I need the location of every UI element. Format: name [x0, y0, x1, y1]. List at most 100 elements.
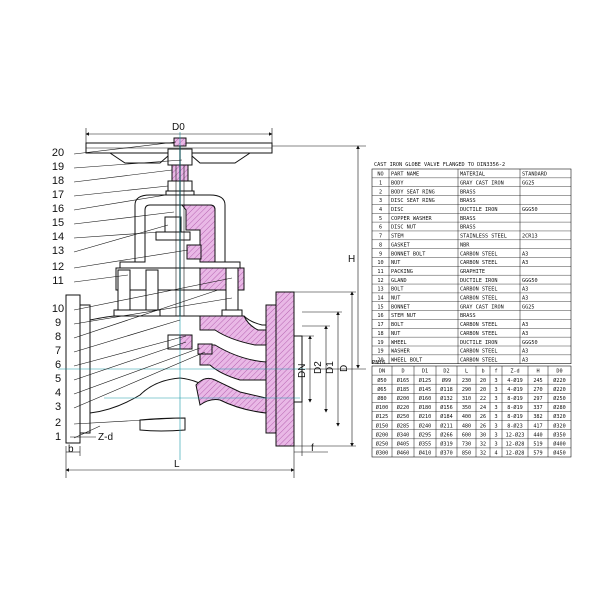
parts-cell: CARBON STEEL — [460, 260, 497, 266]
parts-cell: 10 — [377, 260, 383, 266]
callout-20: 20 — [52, 147, 64, 159]
dims-cell: 8-Ø23 — [507, 422, 523, 429]
dim-dn: DN — [297, 364, 308, 378]
dims-cell: Ø285 — [397, 422, 410, 429]
dims-header-cell: H — [536, 369, 539, 375]
dims-cell: 3 — [494, 396, 497, 402]
dims-cell: Ø370 — [440, 450, 453, 457]
parts-header-cell: NO — [377, 172, 383, 178]
parts-cell: 19 — [377, 340, 383, 346]
dims-cell: 270 — [533, 387, 542, 393]
parts-cell: GGG50 — [522, 207, 538, 213]
dims-cell: Ø100 — [376, 404, 389, 411]
dims-cell: Ø99 — [442, 377, 451, 384]
dim-zd: Z-d — [98, 432, 113, 443]
dims-cell: 4 — [494, 451, 497, 457]
parts-cell: 9 — [379, 251, 382, 257]
callout-8: 8 — [55, 331, 61, 343]
dims-cell: Ø450 — [553, 450, 566, 457]
dims-cell: Ø180 — [419, 404, 432, 411]
dims-header-cell: D2 — [443, 369, 449, 375]
parts-cell: A3 — [522, 287, 528, 293]
dims-cell: Ø118 — [440, 386, 453, 393]
parts-cell: BODY SEAT RING — [391, 189, 435, 195]
parts-cell: BODY — [391, 180, 404, 186]
parts-cell: 3 — [379, 198, 382, 204]
parts-cell: 11 — [377, 269, 383, 275]
callout-13: 13 — [52, 245, 64, 257]
dims-cell: Ø350 — [553, 431, 566, 438]
dims-cell: 26 — [480, 423, 486, 429]
callout-3: 3 — [55, 401, 61, 413]
dims-cell: 245 — [533, 378, 542, 384]
callout-19: 19 — [52, 161, 64, 173]
parts-cell: GRAY CAST IRON — [460, 304, 504, 310]
centerlines — [58, 132, 306, 460]
parts-cell: BRASS — [460, 313, 476, 319]
dims-cell: Ø220 — [397, 404, 410, 411]
parts-cell: DUCTILE IRON — [460, 278, 497, 284]
parts-cell: 16 — [377, 313, 383, 319]
valve-assembly — [58, 128, 366, 478]
dims-cell: Ø410 — [419, 450, 432, 457]
parts-cell: 4 — [379, 207, 382, 213]
dim-f: f — [311, 443, 314, 454]
parts-cell: PACKING — [391, 269, 413, 275]
dims-cell: 4-Ø19 — [507, 377, 523, 384]
dims-cell: 30 — [480, 432, 486, 438]
dims-cell: Ø320 — [553, 413, 566, 420]
parts-cell: WHEEL — [391, 340, 407, 346]
dims-cell: 20 — [480, 387, 486, 393]
parts-cell: 14 — [377, 296, 383, 302]
dims-cell: Ø295 — [419, 431, 432, 438]
dims-header-cell: DN — [379, 369, 385, 375]
dimension-labels: D0 H L b f Z-d DN D2 D1 D — [68, 122, 355, 470]
dims-cell: Ø250 — [553, 395, 566, 402]
dims-cell: Ø125 — [376, 413, 389, 420]
parts-cell: A3 — [522, 331, 528, 337]
dims-cell: Ø220 — [553, 377, 566, 384]
dims-cell: 297 — [533, 396, 542, 402]
dims-cell: 382 — [533, 414, 542, 420]
callout-1: 1 — [55, 431, 61, 443]
dims-cell: 8-Ø19 — [507, 395, 523, 402]
pn-label: PN16 — [372, 360, 385, 366]
parts-cell: 7 — [379, 234, 382, 240]
parts-cell: CARBON STEEL — [460, 331, 497, 337]
dims-cell: Ø405 — [397, 441, 410, 448]
dims-cell: 519 — [533, 442, 542, 448]
dims-header-cell: f — [494, 369, 497, 375]
dims-cell: Ø65 — [377, 386, 386, 393]
dims-cell: 12-Ø23 — [506, 431, 525, 438]
parts-cell: A3 — [522, 322, 528, 328]
parts-cell: A3 — [522, 296, 528, 302]
dims-cell: Ø210 — [419, 413, 432, 420]
callout-12: 12 — [52, 261, 64, 273]
parts-cell: CARBON STEEL — [460, 251, 497, 257]
dims-cell: 3 — [494, 423, 497, 429]
parts-cell: STAINLESS STEEL — [460, 234, 507, 240]
parts-cell: BRASS — [460, 189, 476, 195]
parts-cell: CARBON STEEL — [460, 322, 497, 328]
dims-cell: Ø400 — [553, 441, 566, 448]
dims-cell: Ø156 — [440, 404, 453, 411]
valve-body — [65, 291, 303, 447]
parts-cell: WHEEL BOLT — [391, 357, 422, 363]
parts-cell: DISC SEAT RING — [391, 198, 435, 204]
parts-cell: 19 — [377, 349, 383, 355]
parts-cell: BRASS — [460, 198, 476, 204]
dims-header-cell: L — [465, 369, 468, 375]
dims-cell: 20 — [480, 378, 486, 384]
parts-cell: NUT — [391, 260, 400, 266]
dims-header-cell: D0 — [556, 369, 562, 375]
parts-cell: GRAY CAST IRON — [460, 180, 504, 186]
parts-cell: DISC — [391, 207, 404, 213]
dims-cell: 730 — [462, 442, 471, 448]
parts-header-cell: PART NAME — [391, 172, 419, 178]
parts-table-title: CAST IRON GLOBE VALVE FLANGED TO DIN3356… — [374, 162, 505, 168]
dims-cell: 350 — [462, 405, 471, 411]
parts-cell: BONNET BOLT — [391, 251, 425, 257]
callout-18: 18 — [52, 175, 64, 187]
dims-cell: Ø211 — [440, 422, 453, 429]
parts-cell: GG25 — [522, 180, 535, 186]
